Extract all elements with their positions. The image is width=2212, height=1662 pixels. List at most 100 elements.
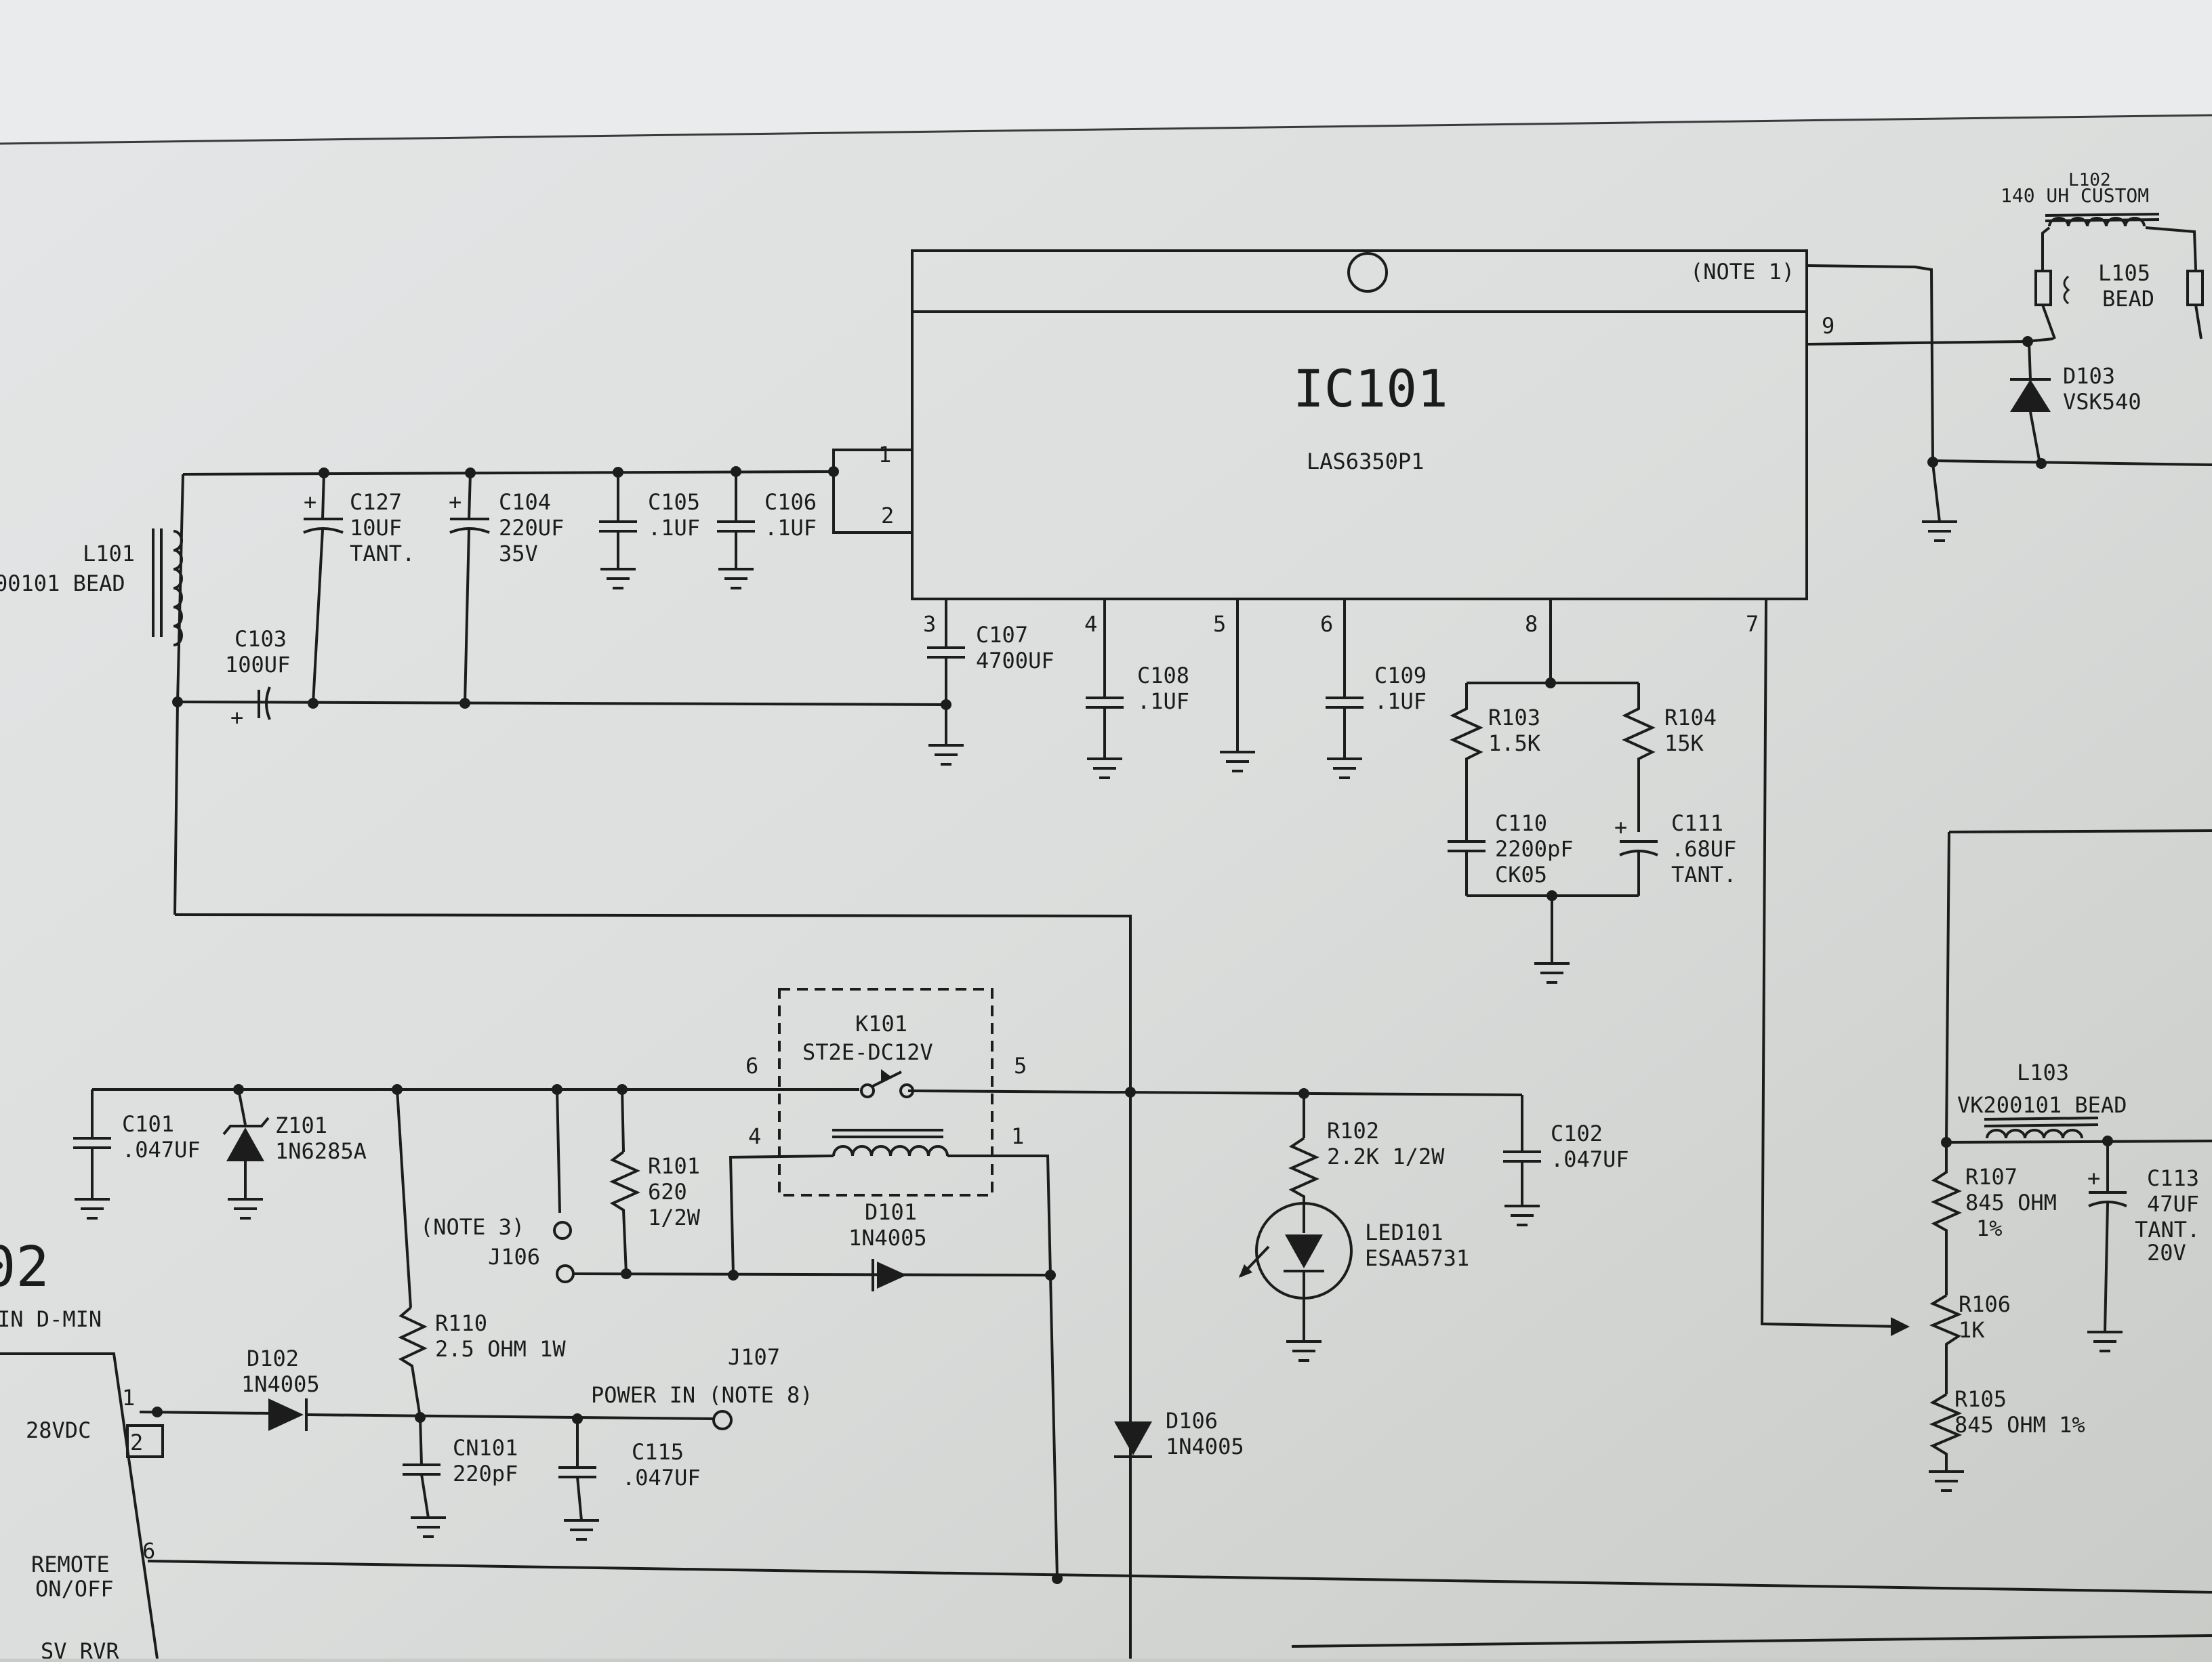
- ic101-pin5: 5: [1213, 611, 1226, 637]
- svg-text:.047UF: .047UF: [1551, 1146, 1629, 1172]
- svg-text:+: +: [449, 489, 462, 515]
- svg-text:ESAA5731: ESAA5731: [1365, 1245, 1469, 1271]
- svg-text:C115: C115: [632, 1439, 684, 1465]
- svg-text:TANT.: TANT.: [350, 541, 415, 566]
- svg-text:5: 5: [1014, 1053, 1027, 1079]
- svg-text:1: 1: [1011, 1123, 1024, 1149]
- ic101-pin9: 9: [1822, 313, 1835, 339]
- svg-text:(NOTE 3): (NOTE 3): [420, 1214, 525, 1240]
- svg-text:IN D-MIN: IN D-MIN: [0, 1306, 102, 1332]
- svg-text:2.5 OHM 1W: 2.5 OHM 1W: [435, 1336, 566, 1362]
- svg-text:R110: R110: [435, 1310, 487, 1336]
- svg-text:+: +: [230, 705, 243, 730]
- svg-text:D101: D101: [865, 1199, 917, 1225]
- ic101: IC101 LAS6350P1 (NOTE 1) 1 2 3 4 5 6 7 8…: [878, 249, 1835, 637]
- svg-text:C107: C107: [976, 622, 1028, 648]
- c103-capacitor: + C103 100UF: [225, 626, 290, 730]
- page-border-line: [0, 114, 2212, 145]
- svg-text:140 UH CUSTOM: 140 UH CUSTOM: [2001, 184, 2149, 207]
- svg-text:.1UF: .1UF: [648, 515, 700, 541]
- svg-text:R103: R103: [1488, 705, 1540, 730]
- svg-text:1%: 1%: [1976, 1216, 2003, 1241]
- svg-text:1N6285A: 1N6285A: [275, 1138, 367, 1164]
- svg-text:02: 02: [0, 1235, 49, 1300]
- svg-text:TANT.: TANT.: [2135, 1217, 2200, 1243]
- svg-text:D103: D103: [2063, 363, 2115, 389]
- ic101-pin6: 6: [1320, 611, 1333, 637]
- c106-capacitor: C106 .1UF: [716, 472, 817, 589]
- svg-text:1N4005: 1N4005: [1166, 1434, 1244, 1459]
- svg-text:VK200101 BEAD: VK200101 BEAD: [1957, 1092, 2127, 1118]
- ic101-pin4: 4: [1084, 611, 1097, 637]
- svg-text:620: 620: [648, 1179, 687, 1205]
- input-filter-network: L101 00101 BEAD + C127 10UF TANT. + C104: [0, 449, 1132, 1659]
- ic101-part: LAS6350P1: [1307, 449, 1424, 474]
- svg-text:C103: C103: [234, 626, 287, 652]
- svg-text:CK05: CK05: [1495, 862, 1547, 888]
- svg-text:C109: C109: [1374, 663, 1427, 688]
- svg-text:REMOTE: REMOTE: [31, 1552, 110, 1577]
- svg-text:ST2E-DC12V: ST2E-DC12V: [802, 1039, 933, 1065]
- ic101-ref: IC101: [1293, 358, 1448, 419]
- svg-text:.047UF: .047UF: [122, 1137, 201, 1163]
- svg-text:C111: C111: [1671, 810, 1723, 836]
- l101-inductor: L101 00101 BEAD: [0, 528, 183, 646]
- svg-text:R101: R101: [648, 1153, 700, 1179]
- svg-text:L101: L101: [83, 541, 135, 566]
- svg-text:1/2W: 1/2W: [648, 1205, 701, 1230]
- svg-text:.047UF: .047UF: [622, 1465, 701, 1491]
- svg-text:L105: L105: [2098, 260, 2150, 286]
- svg-text:.1UF: .1UF: [1374, 688, 1427, 714]
- c104-capacitor: + C104 220UF 35V: [449, 472, 564, 704]
- svg-text:1N4005: 1N4005: [848, 1225, 927, 1251]
- relay-power-section: C101 .047UF Z101 1N6285A R110 2.5 OHM 1W…: [72, 988, 1629, 1579]
- svg-text:Z101: Z101: [275, 1113, 327, 1138]
- svg-text:845 OHM 1%: 845 OHM 1%: [1954, 1412, 2085, 1438]
- svg-text:R107: R107: [1965, 1164, 2018, 1190]
- svg-text:TANT.: TANT.: [1671, 862, 1736, 888]
- svg-text:2200pF: 2200pF: [1495, 836, 1574, 862]
- page-edge: [0, 0, 2212, 144]
- svg-text:L102: L102: [2068, 170, 2111, 190]
- ic101-pin3: 3: [923, 611, 936, 637]
- svg-text:6: 6: [142, 1538, 155, 1564]
- svg-text:1K: 1K: [1959, 1317, 1985, 1343]
- ic101-bottom-components: C107 4700UF C108 .1UF C109 .1UF R103 1.5…: [926, 598, 1910, 1336]
- svg-text:C102: C102: [1551, 1121, 1603, 1146]
- svg-text:VSK540: VSK540: [2063, 389, 2142, 415]
- svg-text:1N4005: 1N4005: [241, 1371, 320, 1397]
- svg-text:10UF: 10UF: [350, 515, 402, 541]
- svg-text:.1UF: .1UF: [764, 515, 817, 541]
- svg-text:100UF: 100UF: [225, 652, 290, 678]
- svg-text:+: +: [2087, 1165, 2100, 1191]
- svg-text:2.2K 1/2W: 2.2K 1/2W: [1327, 1144, 1445, 1169]
- ic101-pin7: 7: [1746, 611, 1759, 637]
- svg-text:K101: K101: [855, 1011, 907, 1037]
- svg-text:POWER IN (NOTE 8): POWER IN (NOTE 8): [591, 1382, 813, 1408]
- svg-text:+: +: [1614, 814, 1627, 840]
- svg-text:R104: R104: [1664, 705, 1717, 730]
- svg-text:6: 6: [745, 1053, 758, 1079]
- svg-text:1: 1: [122, 1385, 135, 1411]
- svg-text:00101 BEAD: 00101 BEAD: [0, 570, 125, 596]
- svg-text:BEAD: BEAD: [2102, 286, 2154, 312]
- svg-text:R106: R106: [1959, 1291, 2011, 1317]
- svg-text:L103: L103: [2017, 1060, 2069, 1085]
- svg-text:C104: C104: [499, 489, 551, 515]
- svg-text:220pF: 220pF: [453, 1461, 518, 1487]
- svg-text:.68UF: .68UF: [1671, 836, 1736, 862]
- svg-text:+: +: [304, 489, 316, 515]
- svg-text:28VDC: 28VDC: [26, 1417, 91, 1443]
- svg-text:220UF: 220UF: [499, 515, 564, 541]
- ic101-pin2: 2: [881, 503, 894, 528]
- svg-text:C108: C108: [1137, 663, 1189, 688]
- c127-capacitor: + C127 10UF TANT.: [303, 472, 415, 704]
- svg-text:CN101: CN101: [453, 1435, 518, 1461]
- power-connector-section: 02 IN D-MIN 1 2 6 28VDC REMOTE ON/OFF SV…: [0, 1235, 2212, 1662]
- svg-text:R102: R102: [1327, 1118, 1379, 1144]
- svg-text:.1UF: .1UF: [1137, 688, 1189, 714]
- svg-text:845 OHM: 845 OHM: [1965, 1190, 2057, 1216]
